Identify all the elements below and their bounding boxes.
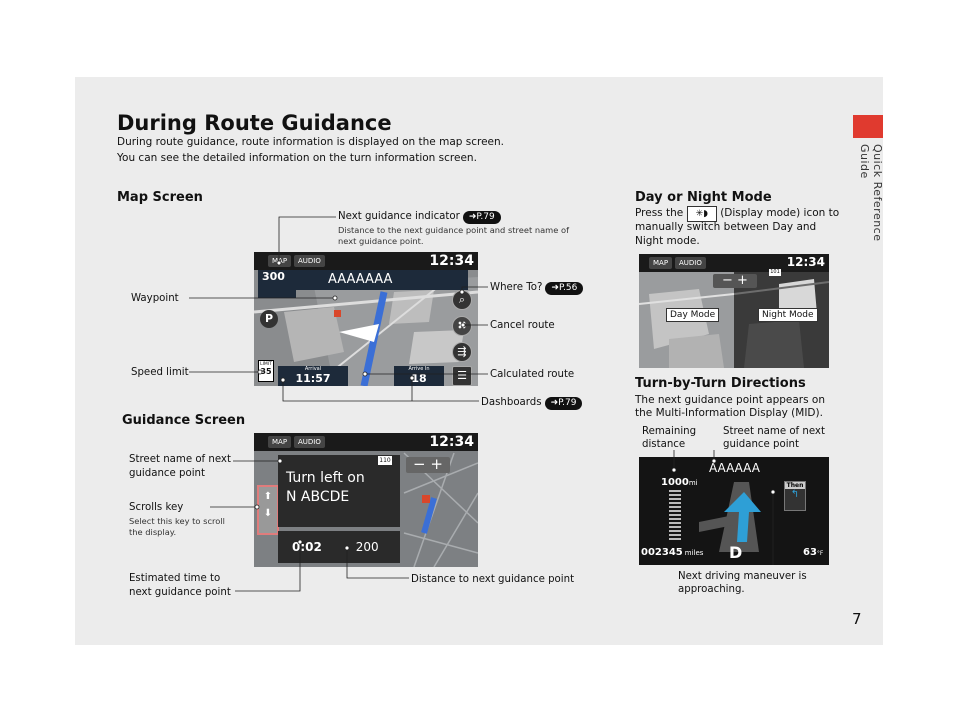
clock: 12:34	[786, 255, 825, 269]
menu-icon[interactable]: ☰	[452, 366, 472, 386]
page-number: 7	[852, 610, 862, 628]
guidance-street-label-2: guidance point	[129, 468, 206, 479]
gear-indicator: D	[729, 543, 743, 562]
day-night-text-3: Night mode.	[635, 235, 700, 247]
next-indicator-sub-1: Distance to the next guidance point and …	[338, 225, 570, 235]
distance-bar	[669, 490, 681, 540]
remaining-label-2: distance	[642, 439, 686, 450]
then-box: Then ↰	[784, 481, 806, 511]
intro-line-2: You can see the detailed information on …	[117, 152, 477, 164]
scrolls-sub-1: Select this key to scroll	[129, 516, 225, 526]
road-shield: 101	[769, 269, 781, 276]
audio-button[interactable]: AUDIO	[675, 257, 706, 269]
turn-text-line-2: N ABCDE	[286, 489, 350, 505]
then-turn-icon: ↰	[790, 489, 800, 500]
calculated-route-label: Calculated route	[490, 369, 575, 380]
where-to-label: Where To?➜P.56	[490, 281, 584, 295]
section-tab	[853, 115, 883, 138]
intro-line-1: During route guidance, route information…	[117, 136, 504, 148]
page-title: During Route Guidance	[117, 111, 392, 135]
day-night-heading: Day or Night Mode	[635, 190, 772, 205]
clock: 12:34	[429, 434, 474, 450]
remaining-label-1: Remaining	[642, 426, 697, 437]
mid-street-label-2: guidance point	[723, 439, 800, 450]
scrolls-key-label: Scrolls key	[129, 502, 184, 513]
scroll-down-icon[interactable]: ⬇	[263, 508, 273, 519]
map-button[interactable]: MAP	[649, 257, 673, 269]
guidance-top-bar: MAP AUDIO 12:34	[254, 433, 478, 451]
mid-street: AAAAAA	[709, 461, 760, 475]
mid-street-label-1: Street name of next	[723, 426, 825, 437]
side-label: Quick Reference Guide	[858, 144, 884, 242]
map-graphic	[254, 277, 478, 386]
turn-by-turn-text-2: the Multi-Information Display (MID).	[635, 407, 823, 419]
street-banner: AAAAAAA	[294, 270, 468, 290]
clock: 12:34	[429, 253, 474, 269]
route-icon[interactable]: ⇶	[452, 342, 472, 362]
scroll-up-icon[interactable]: ⬆	[263, 491, 273, 502]
ref-badge[interactable]: ➜P.56	[545, 282, 584, 295]
mid-distance: 1000mi	[661, 477, 698, 488]
next-maneuver-label-1: Next driving maneuver is	[678, 571, 807, 582]
distance-next-label: Distance to next guidance point	[411, 574, 575, 585]
speed-limit-label: Speed limit	[131, 367, 189, 378]
day-mode-label: Day Mode	[666, 308, 720, 322]
temperature: 63°F	[803, 547, 824, 558]
road-shield: 110	[378, 456, 392, 465]
audio-button[interactable]: AUDIO	[294, 436, 325, 448]
next-distance-box: 300	[258, 270, 296, 298]
turn-by-turn-heading: Turn-by-Turn Directions	[635, 376, 806, 391]
scrolls-sub-2: the display.	[129, 527, 177, 537]
map-screen-heading: Map Screen	[117, 190, 203, 205]
turn-by-turn-text-1: The next guidance point appears on	[635, 394, 826, 406]
estimated-time-label-2: next guidance point	[129, 587, 231, 598]
guidance-screen-heading: Guidance Screen	[122, 413, 246, 428]
guidance-street-label-1: Street name of next	[129, 454, 231, 465]
ref-badge[interactable]: ➜P.79	[462, 211, 501, 224]
day-night-screen-image: MAP AUDIO 12:34 − + 101 Day Mode Night M…	[639, 254, 829, 368]
dashboards-label: Dashboards➜P.79	[481, 396, 583, 410]
guidance-screen-image: MAP AUDIO 12:34 ⬆ ⬇ Turn left on N ABCDE…	[254, 433, 478, 567]
night-mode-label: Night Mode	[758, 308, 818, 322]
map-top-bar: MAP AUDIO 12:34	[254, 252, 478, 270]
turn-text-line-1: Turn left on	[286, 470, 365, 486]
zoom-controls[interactable]: − +	[406, 457, 450, 473]
day-night-text-1: Press the ✳◗ (Display mode) icon to	[635, 206, 839, 222]
cancel-route-label: Cancel route	[490, 320, 555, 331]
estimated-time-label-1: Estimated time to	[129, 573, 221, 584]
map-button[interactable]: MAP	[268, 436, 292, 448]
waypoint-label: Waypoint	[131, 293, 179, 304]
day-night-text-2: manually switch between Day and	[635, 221, 817, 233]
zoom-controls[interactable]: − +	[713, 274, 757, 288]
display-mode-icon: ✳◗	[686, 206, 717, 222]
day-night-top-bar: MAP AUDIO 12:34	[639, 254, 829, 272]
mid-road-graphic	[699, 482, 761, 552]
guidance-dashboard: 0:02 200	[278, 531, 400, 563]
next-maneuver-label-2: approaching.	[678, 584, 745, 595]
audio-button[interactable]: AUDIO	[294, 255, 325, 267]
next-indicator-sub-2: next guidance point.	[338, 236, 424, 246]
map-screen-image: MAP AUDIO 12:34 300 AAAAAAA P ⌕ ✖ ⇶ LIMI…	[254, 252, 478, 386]
ref-badge[interactable]: ➜P.79	[544, 397, 583, 410]
turn-instruction-box: Turn left on N ABCDE	[278, 455, 400, 527]
next-guidance-indicator-label: Next guidance indicator➜P.79	[338, 210, 501, 224]
distance-value: 200	[355, 540, 379, 554]
parking-icon[interactable]: P	[260, 310, 278, 328]
